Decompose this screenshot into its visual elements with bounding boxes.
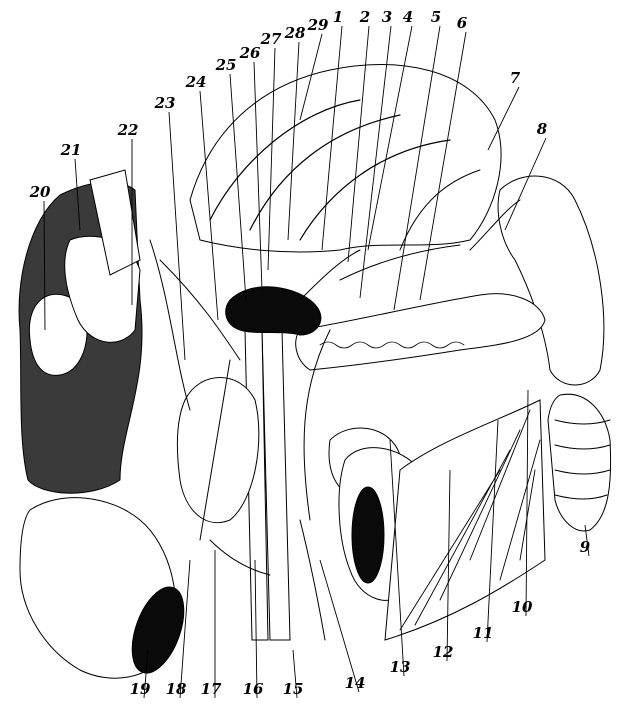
leader-line-23	[168, 111, 186, 361]
label-6: 6	[457, 14, 468, 32]
leader-line-28	[287, 41, 300, 241]
label-19: 19	[130, 680, 151, 698]
label-17: 17	[201, 680, 222, 698]
leader-line-8	[504, 137, 547, 231]
intestine-lumen-left	[131, 586, 185, 674]
leader-line-15	[292, 649, 298, 699]
label-14: 14	[345, 674, 366, 692]
label-8: 8	[537, 120, 548, 138]
colon-descending	[547, 393, 612, 532]
label-3: 3	[382, 8, 392, 26]
label-4: 4	[403, 8, 413, 26]
label-9: 9	[580, 538, 591, 556]
leader-line-20	[43, 200, 46, 331]
leader-line-19	[143, 649, 149, 699]
label-25: 25	[215, 56, 237, 74]
leader-line-7	[487, 86, 520, 151]
label-22: 22	[117, 121, 139, 139]
vessel-network	[149, 169, 521, 641]
leader-line-11	[486, 419, 499, 643]
leader-line-24	[199, 90, 219, 321]
esophagus-tube	[89, 169, 141, 276]
leader-line-10	[525, 389, 529, 617]
leader-line-4	[367, 25, 413, 251]
label-10: 10	[512, 598, 533, 616]
leader-line-9	[584, 524, 590, 557]
label-27: 27	[260, 30, 282, 48]
leader-line-12	[446, 469, 451, 662]
label-leader-lines	[43, 25, 590, 699]
label-7: 7	[510, 69, 521, 87]
leader-line-14	[319, 559, 360, 693]
stomach-curvature	[209, 99, 451, 241]
kidney-left	[176, 377, 260, 524]
leader-line-27	[267, 47, 276, 271]
label-2: 2	[359, 8, 370, 26]
mesentery-vessels	[399, 409, 541, 631]
leader-line-3	[359, 25, 392, 299]
label-5: 5	[431, 8, 441, 26]
leader-line-2	[347, 25, 370, 263]
leader-line-5	[393, 25, 441, 311]
label-13: 13	[390, 658, 411, 676]
leader-line-16	[254, 559, 258, 699]
label-1: 1	[333, 8, 343, 26]
label-15: 15	[283, 680, 304, 698]
label-12: 12	[433, 643, 454, 661]
leader-line-21	[74, 158, 81, 231]
label-26: 26	[239, 44, 261, 62]
label-21: 21	[60, 141, 82, 159]
label-28: 28	[284, 24, 306, 42]
leader-line-29	[299, 33, 323, 121]
leader-line-13	[389, 439, 405, 677]
label-29: 29	[307, 16, 329, 34]
colon-folds	[554, 419, 611, 500]
leader-line-18	[179, 559, 191, 699]
leader-line-26	[253, 61, 263, 291]
label-11: 11	[473, 624, 494, 642]
leader-line-25	[229, 73, 247, 301]
leader-line-6	[419, 31, 467, 301]
label-18: 18	[166, 680, 187, 698]
label-23: 23	[154, 94, 176, 112]
label-20: 20	[29, 183, 51, 201]
intestine-lumen-right	[351, 486, 385, 584]
stomach	[189, 63, 502, 253]
spleen	[497, 175, 605, 386]
pancreas-texture	[319, 341, 465, 349]
label-24: 24	[185, 73, 207, 91]
label-16: 16	[243, 680, 264, 698]
pancreas	[295, 293, 546, 371]
leader-line-1	[321, 25, 343, 251]
major-vessels-dark	[225, 286, 322, 336]
